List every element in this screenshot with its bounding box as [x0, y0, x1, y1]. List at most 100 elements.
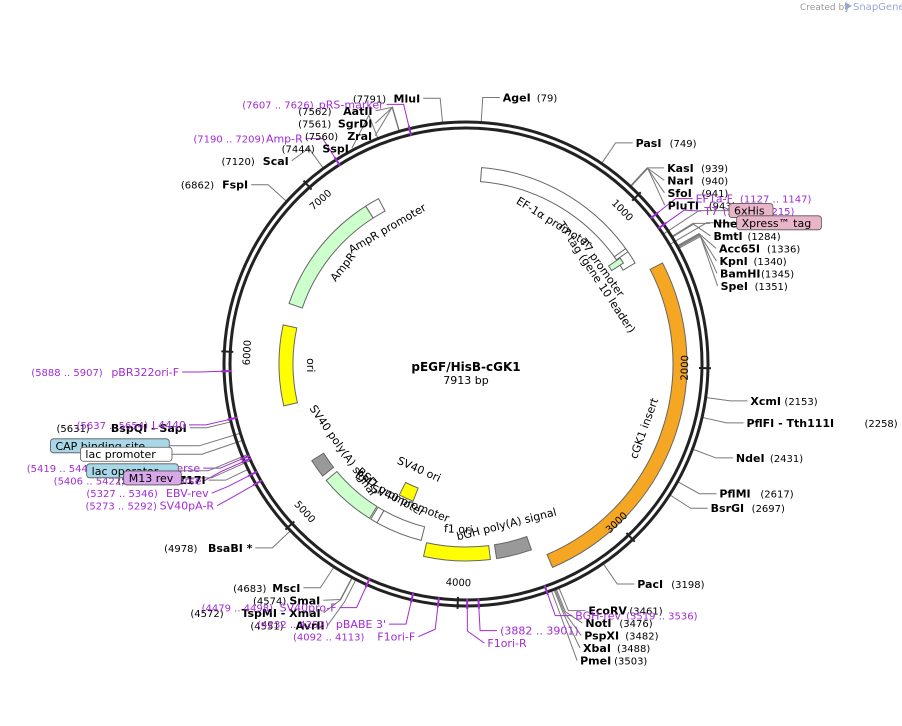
site-name: XcmI [750, 395, 781, 408]
boxed-feature-6xhis[interactable]: 6xHis [728, 203, 774, 218]
site-name: BspQI - SapI [111, 422, 187, 435]
primer-mark [227, 416, 238, 421]
primer-pbr322ori-f[interactable]: pBR322ori-F(5888 .. 5907) [31, 366, 179, 379]
primer-sv40pro-f[interactable]: SV40pro-F(4479 .. 4498) [202, 602, 337, 615]
primer-f1ori-r[interactable]: F1ori-R [487, 637, 527, 650]
enzyme-spei[interactable]: SpeI(1351) [721, 280, 788, 293]
feature-bsd[interactable] [325, 470, 378, 520]
enzyme-ndei[interactable]: NdeI(2431) [736, 452, 803, 465]
enzyme-noti[interactable]: NotI(3476) [585, 617, 652, 630]
enzyme-sspi[interactable]: SspI(7444) [282, 142, 349, 155]
leader-line [255, 530, 291, 549]
enzyme-pasi[interactable]: PasI(749) [636, 137, 697, 150]
enzyme-acc65i[interactable]: Acc65I(1336) [719, 242, 800, 255]
enzyme-avrii[interactable]: AvrII(4551) [250, 619, 324, 632]
leader-line [678, 235, 719, 287]
site-position: (7120) [222, 157, 255, 168]
primer-pbabe-3[interactable]: pBABE 3'(4232 .. 4252) [257, 618, 386, 631]
primer-3882-3901[interactable]: (3882 .. 3901) [500, 625, 579, 638]
feature-t7-promoter[interactable] [613, 247, 629, 261]
enzyme-pmei[interactable]: PmeI(3503) [580, 655, 647, 668]
enzyme-paci[interactable]: PacI(3198) [637, 578, 704, 591]
enzyme-kpni[interactable]: KpnI(1340) [719, 255, 786, 268]
site-name: T7 [703, 205, 718, 218]
site-position: (5406 .. 5422) [54, 477, 126, 488]
site-name: BGH-rev [575, 610, 621, 623]
site-position: (2617) [760, 490, 793, 501]
enzyme-bsabi[interactable]: BsaBI *(4978) [164, 542, 253, 555]
boxed-feature-xpress-tag[interactable]: Xpress™ tag [736, 215, 822, 231]
enzyme-agei[interactable]: AgeI(79) [503, 92, 558, 105]
primer-bgh-rev[interactable]: BGH-rev(3519 .. 3536) [575, 610, 697, 623]
enzyme-pluti[interactable]: PluTI(943) [668, 199, 736, 212]
enzyme-bsrgi[interactable]: BsrGI(2697) [711, 502, 785, 515]
site-position: (1351) [755, 282, 788, 293]
leader-line [251, 184, 288, 202]
enzyme-pspxi[interactable]: PspXI(3482) [584, 630, 658, 643]
boxed-feature-m13-rev[interactable]: M13 rev [123, 470, 182, 486]
enzyme-bmti[interactable]: BmtI(1284) [713, 230, 780, 243]
enzyme-bspqi-sapi[interactable]: BspQI - SapI(5631) [56, 422, 186, 435]
enzyme-kasi[interactable]: KasI(939) [667, 162, 728, 175]
feature-sv40-poly-a-signal[interactable] [311, 452, 335, 477]
leader-line [182, 370, 225, 373]
tick-label: 4000 [446, 577, 472, 589]
tick-label: 6000 [242, 340, 254, 366]
tick-label: 2000 [680, 355, 691, 381]
enzyme-ecorv[interactable]: EcoRV(3461) [588, 605, 662, 618]
leader-line [351, 114, 379, 149]
leader-line [677, 233, 717, 262]
site-name: AgeI [503, 92, 531, 105]
primer-amp-r[interactable]: Amp-R(7190 .. 7209) [193, 133, 303, 146]
feature-f1-ori[interactable] [422, 542, 491, 562]
enzyme-zrai[interactable]: ZraI(7560) [305, 130, 372, 143]
feature-box-label: M13 rev [129, 472, 174, 485]
feature-ampr-promoter[interactable] [365, 198, 386, 219]
primer-mark [364, 577, 371, 588]
primer-l4440[interactable]: L4440(5637 .. 5654) [77, 419, 186, 432]
site-position: (3461) [629, 607, 662, 618]
leader-line [553, 589, 581, 649]
site-position: (2431) [770, 454, 803, 465]
feature-ori[interactable] [278, 324, 299, 407]
primer-ef1a-f[interactable]: EF1a-F(1127 .. 1147) [696, 193, 812, 206]
boxed-feature-lac-promoter[interactable]: lac promoter [79, 446, 173, 462]
enzyme-nari[interactable]: NarI(940) [667, 174, 728, 187]
primer-sv40pa-r[interactable]: SV40pA-R(5273 .. 5292) [85, 500, 214, 513]
site-position: (4978) [164, 544, 197, 555]
tick-mark [625, 532, 636, 543]
leader-line [663, 210, 730, 235]
enzyme-pflmi[interactable]: PflMI(2617) [719, 488, 793, 501]
enzyme-xcmi[interactable]: XcmI(2153) [750, 395, 817, 408]
leader-line [669, 494, 708, 509]
enzyme-smai[interactable]: SmaI(4574) [253, 594, 320, 607]
site-name: XbaI [583, 642, 611, 655]
enzyme-sgrdi[interactable]: SgrDI(7561) [298, 117, 372, 130]
enzyme-sfoi[interactable]: SfoI(941) [667, 187, 728, 200]
feature-ampr[interactable] [288, 205, 374, 309]
enzyme-aatii[interactable]: AatII(7562) [298, 105, 372, 118]
site-position: (7562) [298, 107, 331, 118]
primer-prs-marker[interactable]: pRS-marker(7607 .. 7626) [242, 98, 384, 111]
primer-ebv-rev[interactable]: EBV-rev(5327 .. 5346) [86, 487, 209, 500]
snapgene-brand: SnapGene [853, 2, 902, 13]
feature-em7-promoter[interactable] [370, 506, 385, 524]
primer-f1ori-f[interactable]: F1ori-F(4092 .. 4113) [293, 631, 415, 644]
enzyme-fspi[interactable]: FspI(6862) [181, 179, 248, 192]
enzyme-tspmi-xmai[interactable]: TspMI - XmaI(4572) [190, 607, 320, 620]
feature-sv40-ori[interactable] [398, 481, 419, 502]
leader-line [630, 167, 666, 206]
feature-box-label: lac promoter [85, 448, 156, 461]
enzyme-msci[interactable]: MscI(4683) [233, 582, 300, 595]
enzyme-mlui[interactable]: MluI(7791) [353, 92, 420, 105]
site-name: PspXI [584, 630, 619, 643]
feature-bgh-poly-a-signal[interactable] [493, 535, 533, 560]
enzyme-scai[interactable]: ScaI(7120) [222, 155, 289, 168]
feature-t7-tag-gene-10-leader[interactable] [607, 257, 625, 272]
feature-cgk1-insert[interactable] [546, 262, 688, 569]
enzyme-pflfi-tth111i[interactable]: PflFI - Tth111I(2258) [746, 417, 897, 430]
enzyme-xbai[interactable]: XbaI(3488) [583, 642, 650, 655]
feature-label: f1 ori [444, 522, 473, 536]
enzyme-bamhi[interactable]: BamHI(1345) [720, 267, 794, 280]
site-name: PflFI - Tth111I [746, 417, 834, 430]
